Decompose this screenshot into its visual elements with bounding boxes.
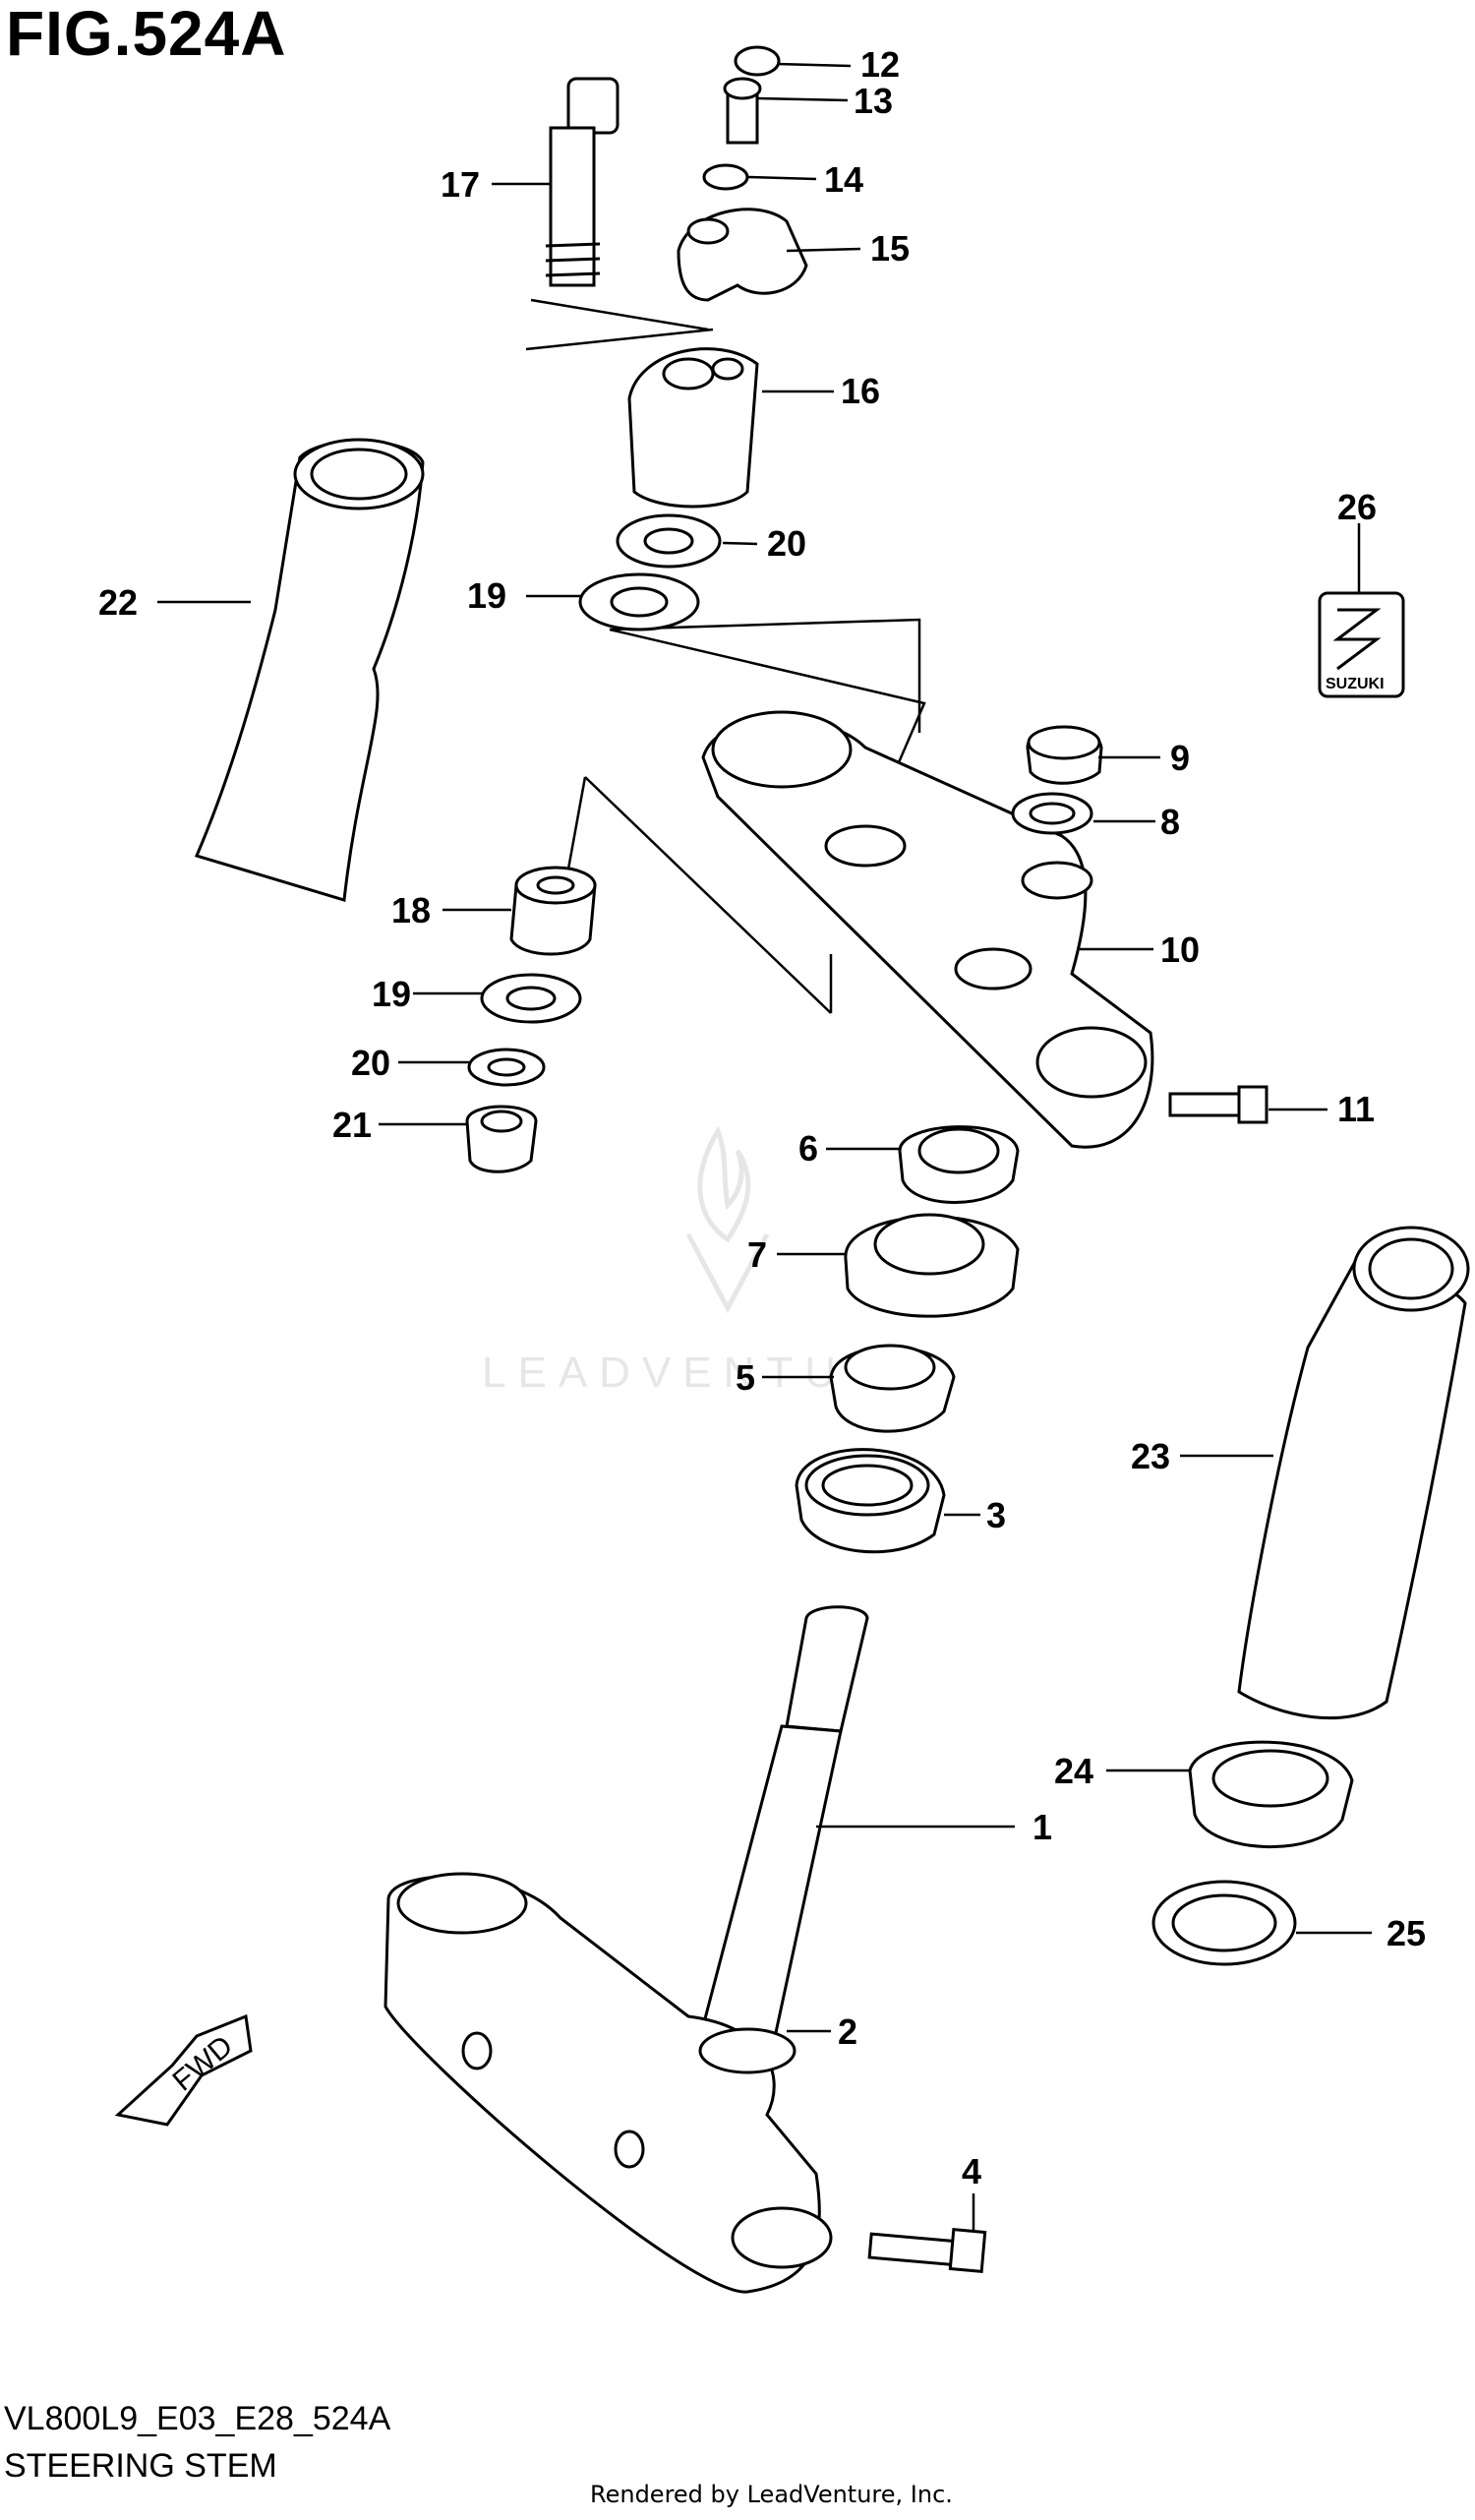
lower-bearing (795, 1448, 946, 1554)
suzuki-emblem: SUZUKI (1318, 591, 1405, 698)
callout-14: 14 (824, 159, 863, 200)
long-bolt (545, 77, 620, 287)
forward-arrow: FWD (114, 2013, 253, 2127)
callout-7: 7 (747, 1234, 767, 1275)
callout-20-lower: 20 (351, 1043, 390, 1083)
dust-seal (844, 1213, 1020, 1318)
upper-bracket (701, 710, 1154, 1149)
fork-cover-right (1237, 1226, 1470, 1720)
callout-10: 10 (1160, 930, 1200, 970)
callout-2: 2 (838, 2011, 857, 2052)
upper-washers (578, 513, 722, 631)
callout-15: 15 (870, 228, 910, 269)
rendered-by-credit: Rendered by LeadVenture, Inc. (590, 2481, 953, 2508)
callout-5: 5 (736, 1357, 755, 1398)
callout-19-upper: 19 (467, 575, 506, 616)
diagram-description: STEERING STEM (4, 2447, 277, 2485)
cap-nut-washer (1011, 725, 1103, 835)
steering-stem-nut (898, 1125, 1020, 1204)
lower-bracket (384, 1872, 833, 2294)
callout-22: 22 (98, 582, 138, 623)
leader-lines (157, 62, 1372, 2231)
handlebar-clamp-upper (677, 208, 808, 302)
pinch-bolt-upper (1168, 1085, 1268, 1124)
pinch-bolt-lower (867, 2228, 987, 2273)
callout-13: 13 (854, 81, 893, 121)
callout-4: 4 (962, 2151, 981, 2191)
small-cap-screw-washer (702, 45, 781, 191)
callout-3: 3 (986, 1495, 1006, 1535)
callout-6: 6 (798, 1128, 818, 1169)
figure-title: FIG.524A (6, 0, 287, 69)
diagram-code: VL800L9_E03_E28_524A (4, 2400, 391, 2437)
callout-23: 23 (1131, 1436, 1170, 1476)
callout-9: 9 (1170, 738, 1190, 778)
left-spacer-stack (465, 866, 597, 1173)
callout-21: 21 (332, 1105, 372, 1145)
callout-11: 11 (1337, 1089, 1375, 1129)
fork-cover-left (194, 438, 425, 902)
lock-nut-washer (1151, 1740, 1354, 1966)
upper-bearing (829, 1344, 956, 1433)
callout-16: 16 (841, 371, 880, 411)
callout-12: 12 (860, 44, 900, 85)
suzuki-logo-text: SUZUKI (1326, 676, 1385, 692)
handlebar-holder-lower (627, 347, 759, 509)
callout-26: 26 (1337, 487, 1377, 527)
callout-24: 24 (1054, 1751, 1093, 1791)
callout-18: 18 (391, 890, 431, 930)
callout-25: 25 (1386, 1913, 1426, 1953)
callout-1: 1 (1032, 1807, 1052, 1847)
steering-stem-shaft (701, 1605, 869, 2053)
callout-17: 17 (441, 164, 480, 205)
callout-20-upper: 20 (767, 523, 806, 564)
callout-8: 8 (1160, 802, 1180, 842)
callout-19-lower: 19 (372, 974, 411, 1014)
callout-labels: 12 13 14 15 17 16 20 19 22 26 9 8 10 11 … (98, 44, 1426, 2191)
